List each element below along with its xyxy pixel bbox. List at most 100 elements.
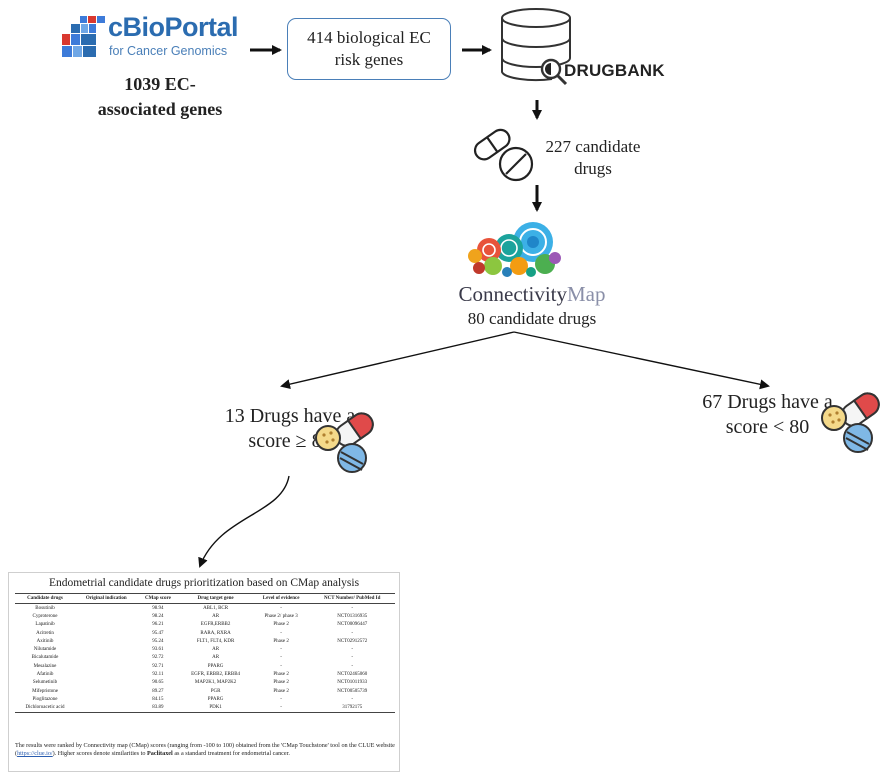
candidate-227-label: 227 candidate drugs <box>545 137 641 178</box>
pills-outline-icon <box>473 128 534 182</box>
cell-drug: Dichloroacetic acid <box>15 703 76 713</box>
cell-indication <box>75 629 138 637</box>
cell-indication <box>75 679 138 687</box>
col-level-of-evidence: Level of evidence <box>252 593 310 604</box>
cell-evidence: Phase 2 <box>273 688 289 694</box>
drugbank-logo: DRUGBANK <box>540 58 695 86</box>
cell-score: 93.61 <box>152 647 164 653</box>
cell-nct: - <box>351 605 354 611</box>
cell-evidence: Phase 2 <box>273 638 289 644</box>
col-drug-target-gene: Drug target gene <box>178 593 253 604</box>
cell-score: 95.24 <box>152 638 164 644</box>
branch-high-label: 13 Drugs have a score ≥ 80 <box>224 405 356 452</box>
cell-evidence: - <box>280 663 282 669</box>
arrow-branch-left <box>280 331 515 390</box>
cell-target: EGFR,ERBB2 <box>200 622 231 628</box>
magnifier-icon <box>540 58 568 86</box>
col-cmap-score: CMap score <box>137 593 179 604</box>
cbioportal-logo: cBioPortal for Cancer Genomics <box>62 12 242 64</box>
cell-indication <box>75 604 138 613</box>
footnote-text-a: The results were ranked by Connectivity … <box>15 742 395 757</box>
risk-genes-box: 414 biological EC risk genes <box>287 18 451 80</box>
cell-drug: Acitretin <box>36 630 54 636</box>
cell-nct: NCT01316935 <box>337 613 368 619</box>
cell-target: ABL1, BCR <box>203 605 229 611</box>
cell-evidence: - <box>280 647 282 653</box>
cell-nct: 31792175 <box>309 703 395 713</box>
cell-target: EGFR, ERBB2, ERBB4 <box>191 672 241 678</box>
cell-score: 98.94 <box>152 605 164 611</box>
results-table-card: Endometrial candidate drugs prioritizati… <box>8 572 400 772</box>
cell-target: MAP2K1, MAP2K2 <box>194 680 237 686</box>
cell-indication <box>75 645 138 653</box>
cell-score: 90.65 <box>152 680 164 686</box>
cell-indication <box>75 670 138 678</box>
cbioportal-tagline: for Cancer Genomics <box>109 44 228 58</box>
cell-indication <box>75 654 138 662</box>
cell-target: AR <box>212 613 220 619</box>
cell-score: 92.71 <box>152 663 164 669</box>
cell-nct: NCT00096447 <box>337 622 368 628</box>
cell-target: PGR <box>210 688 221 694</box>
cell-evidence: - <box>252 703 310 713</box>
arrow-curve-to-table <box>198 475 290 568</box>
cmap-name-bold: Connectivity <box>458 282 568 306</box>
cell-evidence: Phase 2 <box>273 672 289 678</box>
cell-indication <box>75 687 138 695</box>
cell-nct: NCT00505739 <box>337 688 368 694</box>
cbioportal-grid-icon <box>62 16 105 57</box>
cmap-logo-icon <box>468 222 561 277</box>
cmap-title: ConnectivityMap <box>432 282 632 307</box>
cell-target: PPARG <box>207 663 224 669</box>
cell-score: 83.89 <box>137 703 179 713</box>
cell-score: 92.11 <box>152 672 164 678</box>
table-row: Mesalazine 92.71 PPARG - - <box>15 662 395 670</box>
table-row: Selumetinib 90.65 MAP2K1, MAP2K2 Phase 2 NCT… <box>15 679 395 687</box>
cell-drug: Cyproterone <box>32 613 58 619</box>
cell-nct: NCT02465060 <box>337 672 368 678</box>
database-icon <box>501 8 571 82</box>
cell-target: AR <box>212 655 220 661</box>
table-title: Endometrial candidate drugs prioritizati… <box>48 577 360 589</box>
cell-evidence: - <box>280 696 282 702</box>
cell-score: 95.47 <box>152 630 164 636</box>
cell-drug: Bicalutamide <box>31 655 59 661</box>
table-footnote: The results were ranked by Connectivity … <box>15 742 395 758</box>
cell-evidence: Phase 2 <box>273 622 289 628</box>
col-original-indication: Original indication <box>75 593 138 604</box>
footnote-text-c: as a standard treatment for endometrial … <box>172 750 290 757</box>
cell-indication <box>75 695 138 703</box>
cell-indication <box>75 703 138 713</box>
cbioportal-name: cBioPortal <box>108 12 239 42</box>
cmap-candidates-label: 80 candidate drugs <box>467 309 597 328</box>
table-row: Afatinib 92.11 EGFR, ERBB2, ERBB4 Phase 2 NC… <box>15 670 395 678</box>
cell-drug: Nilutamide <box>33 647 57 653</box>
clue-link[interactable]: https://clue.io/ <box>17 750 53 757</box>
cell-score: 89.27 <box>152 688 164 694</box>
ec-associated-genes-label: 1039 EC- associated genes <box>97 74 223 119</box>
cell-drug: Afatinib <box>36 672 54 678</box>
cell-nct: - <box>351 630 354 636</box>
cell-drug: Selumetinib <box>32 680 58 686</box>
cmap-name-light: Map <box>567 282 606 306</box>
cell-nct: - <box>351 663 354 669</box>
cell-target: PPARG <box>207 696 224 702</box>
cell-indication <box>75 612 138 620</box>
cell-score: 92.72 <box>152 655 164 661</box>
cell-indication <box>75 621 138 629</box>
cell-evidence: Phase 2 <box>273 680 289 686</box>
cell-evidence: - <box>280 630 282 636</box>
footnote-text-b: ). Higher scores denote similarities to <box>52 750 147 757</box>
table-header-row: Candidate drugs Original indication CMap… <box>15 593 395 604</box>
cell-evidence: Phase 2/ phase 3 <box>264 613 298 619</box>
cell-nct: NCT01011933 <box>337 680 368 686</box>
cell-nct: - <box>351 696 354 702</box>
cell-drug: Mesalazine <box>33 663 57 669</box>
pills-color-icon-high <box>315 412 374 473</box>
cell-target: AR <box>212 647 220 653</box>
